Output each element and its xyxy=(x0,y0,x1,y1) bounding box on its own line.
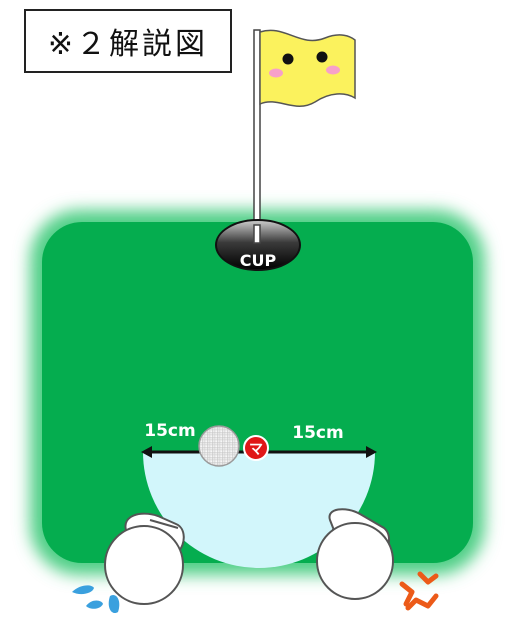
left-distance-label: 15cm xyxy=(144,421,195,441)
golf-ball-icon xyxy=(199,426,239,466)
ball-marker-icon: マ xyxy=(244,436,268,460)
cup-label: CUP xyxy=(240,251,277,270)
pain-mark-icon xyxy=(402,574,436,608)
diagram-title: ※２解説図 xyxy=(48,19,208,63)
marker-label: マ xyxy=(249,442,263,458)
right-distance-label: 15cm xyxy=(292,423,343,443)
cup-hole-icon: CUP xyxy=(216,220,300,270)
sweat-drops-icon xyxy=(72,585,119,613)
title-box: ※２解説図 xyxy=(24,9,232,73)
